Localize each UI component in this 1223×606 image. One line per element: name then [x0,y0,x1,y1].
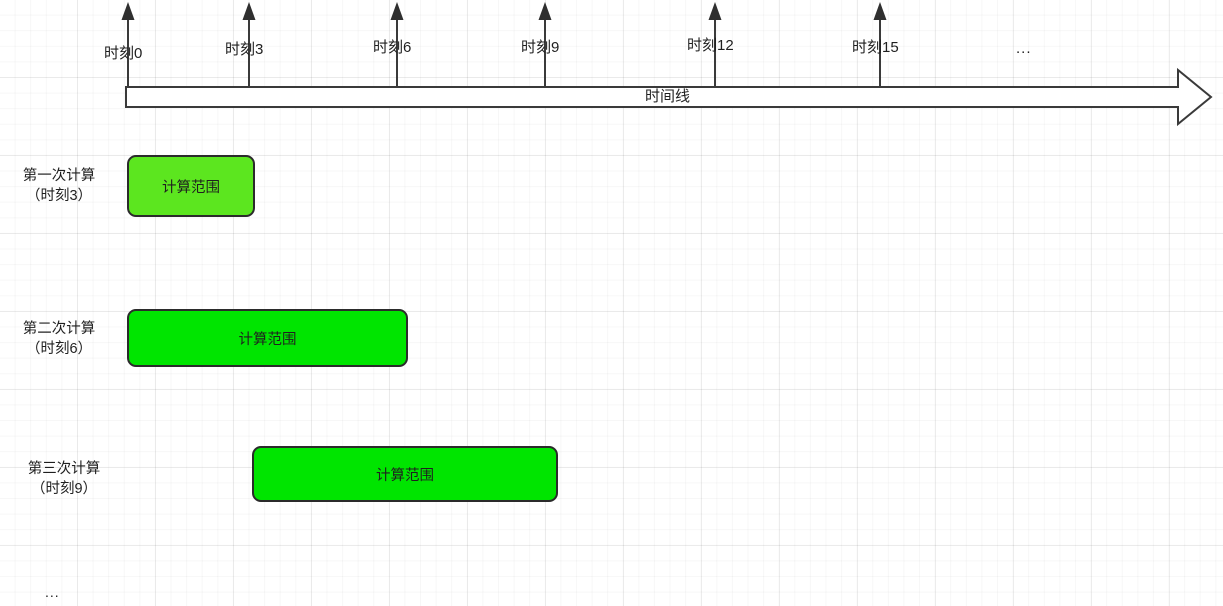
row-label-first-calculation-line2: （时刻3） [25,187,93,204]
timeline-tick-label-15: 时刻15 [852,39,899,56]
timeline-tick-label-6: 时刻6 [373,39,412,56]
timeline-tick-label-12: 时刻12 [687,37,734,54]
timeline-caption: 时间线 [645,88,691,105]
row-label-third-calculation-line2: （时刻9） [30,480,98,497]
row-label-second-calculation-line1: 第二次计算 [22,321,96,337]
timeline-ellipsis: ... [1016,40,1032,57]
rows-continuation-ellipsis: ... [45,584,60,600]
timeline-tick-label-3: 时刻3 [225,41,264,58]
row-label-third-calculation-line1: 第三次计算 [27,461,101,477]
calc-range-box-third[interactable]: 计算范围 [252,446,558,502]
calc-range-box-first[interactable]: 计算范围 [127,155,255,217]
row-label-third-calculation: 第三次计算 （时刻9） [5,460,123,499]
timeline-tick-label-9: 时刻9 [521,39,560,56]
row-label-first-calculation: 第一次计算 （时刻3） [0,167,118,206]
row-label-second-calculation: 第二次计算 （时刻6） [0,320,118,359]
timeline-tick-label-0: 时刻0 [104,45,143,62]
row-label-first-calculation-line1: 第一次计算 [22,168,96,184]
calc-range-box-second[interactable]: 计算范围 [127,309,408,367]
row-label-second-calculation-line2: （时刻6） [25,340,93,357]
